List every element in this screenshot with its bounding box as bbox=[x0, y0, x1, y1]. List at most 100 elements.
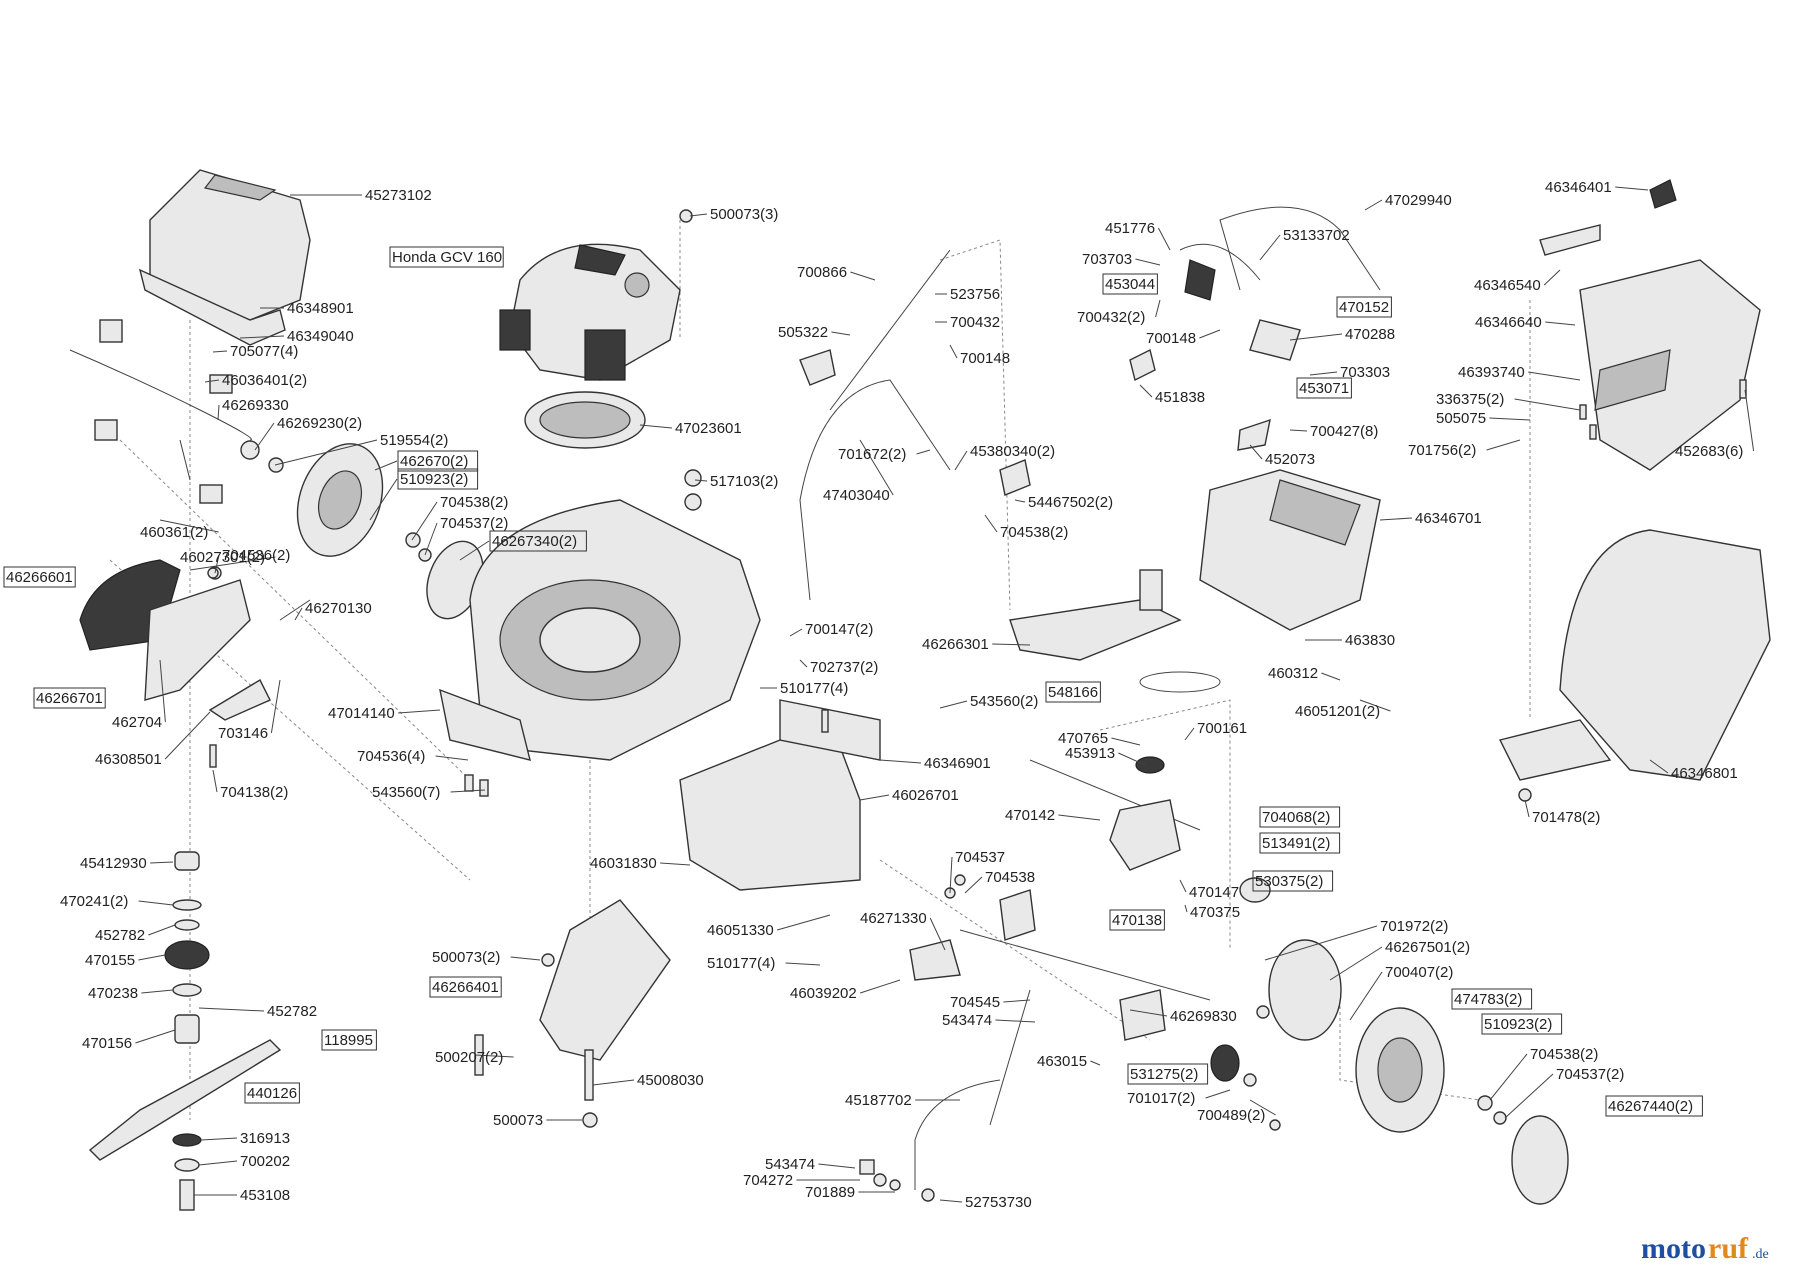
part-label-box-l013 bbox=[489, 530, 587, 552]
part-label-l063: 703303 bbox=[1340, 364, 1390, 381]
part-label-l059: 700432(2) bbox=[1077, 309, 1145, 326]
mulch-insert-part bbox=[1009, 569, 1182, 661]
part-label-l007: 46269230(2) bbox=[277, 415, 362, 432]
part-label-l128: 500207(2) bbox=[435, 1049, 503, 1066]
part-label-l064: 451838 bbox=[1155, 389, 1205, 406]
part-label-l080: 530375(2) bbox=[1255, 873, 1323, 890]
part-label-l026: 47023601 bbox=[675, 420, 742, 437]
leader-line-l051 bbox=[929, 917, 946, 951]
part-label-box-l077 bbox=[1259, 832, 1341, 854]
part-label-l045: 543560(2) bbox=[970, 693, 1038, 710]
leader-line-l052 bbox=[785, 962, 821, 966]
part-label-l108: 336375(2) bbox=[1436, 391, 1504, 408]
leader-line-l054 bbox=[1364, 199, 1383, 211]
leader-line-l043 bbox=[984, 514, 998, 533]
part-label-box-l076 bbox=[1259, 806, 1341, 828]
part-label-box-l065 bbox=[1296, 377, 1352, 399]
leader-line-l081 bbox=[1179, 879, 1187, 893]
leader-line-l032 bbox=[435, 755, 469, 761]
front-left-wheel-part bbox=[296, 443, 484, 620]
part-label-l120: 470156 bbox=[82, 1035, 132, 1052]
part-label-l102: 701889 bbox=[805, 1184, 855, 1201]
leader-line-l026 bbox=[639, 424, 673, 429]
leader-line-l095 bbox=[1090, 1060, 1101, 1066]
leader-line-l098 bbox=[1249, 1099, 1276, 1116]
leader-line-l047 bbox=[879, 759, 922, 764]
leader-line-l053 bbox=[860, 979, 901, 994]
part-label-box-l046 bbox=[1045, 681, 1101, 703]
leader-line-l126 bbox=[510, 956, 541, 961]
part-label-l111: 452683(6) bbox=[1675, 443, 1743, 460]
part-label-l014: 460361(2) bbox=[140, 524, 208, 541]
leader-line-l023 bbox=[212, 769, 218, 793]
drive-axle-part bbox=[909, 889, 1240, 1126]
part-label-l094: 46269830 bbox=[1170, 1008, 1237, 1025]
part-label-l065: 453071 bbox=[1299, 380, 1349, 397]
part-label-l124: 700202 bbox=[240, 1153, 290, 1170]
part-label-l107: 46393740 bbox=[1458, 364, 1525, 381]
part-label-l044: 46266301 bbox=[922, 636, 989, 653]
grass-basket-part bbox=[1498, 179, 1771, 781]
leader-line-l092 bbox=[1003, 999, 1031, 1003]
part-label-l088: 510923(2) bbox=[1484, 1016, 1552, 1033]
part-label-l033: 543560(7) bbox=[372, 784, 440, 801]
leader-line-l085 bbox=[1329, 946, 1383, 981]
leader-line-l059 bbox=[1155, 299, 1161, 318]
part-label-l067: 452073 bbox=[1265, 451, 1315, 468]
leader-line-l061 bbox=[1199, 329, 1221, 339]
part-label-l119: 452782 bbox=[267, 1003, 317, 1020]
part-label-l028: 700147(2) bbox=[805, 621, 873, 638]
part-label-l015: 46027301(2) bbox=[180, 549, 265, 566]
part-label-l054: 47029940 bbox=[1385, 192, 1452, 209]
leader-line-l049 bbox=[660, 862, 691, 866]
leader-line-l004 bbox=[212, 350, 228, 353]
leader-line-l067 bbox=[1249, 444, 1263, 460]
leader-line-l093 bbox=[995, 1019, 1036, 1023]
leader-line-l070 bbox=[1321, 672, 1341, 681]
part-label-box-l017 bbox=[3, 566, 76, 588]
part-label-l031: 47014140 bbox=[328, 705, 395, 722]
leader-line-l050 bbox=[777, 914, 831, 931]
leader-line-l014 bbox=[159, 519, 219, 533]
leader-line-l119 bbox=[198, 1007, 265, 1012]
part-label-l006: 46269330 bbox=[222, 397, 289, 414]
rear-flap-part bbox=[679, 699, 881, 891]
part-label-l086: 700407(2) bbox=[1385, 964, 1453, 981]
leader-line-l113 bbox=[1524, 799, 1530, 818]
leader-line-l042 bbox=[1014, 499, 1026, 503]
part-label-l035: 523756 bbox=[950, 286, 1000, 303]
cable-mechanism-part bbox=[69, 319, 284, 504]
part-label-l100: 543474 bbox=[765, 1156, 815, 1173]
part-label-l052: 510177(4) bbox=[707, 955, 775, 972]
part-label-l013: 46267340(2) bbox=[492, 533, 577, 550]
leader-line-l033 bbox=[450, 789, 486, 793]
leader-line-l044 bbox=[992, 643, 1031, 646]
part-label-box-l019 bbox=[33, 687, 106, 709]
leader-line-l063 bbox=[1309, 371, 1338, 376]
leader-line-l008 bbox=[274, 439, 378, 466]
part-label-l019: 46266701 bbox=[36, 690, 103, 707]
part-label-l078: 704537 bbox=[955, 849, 1005, 866]
part-label-l114: 45412930 bbox=[80, 855, 147, 872]
part-label-l021: 703146 bbox=[218, 725, 268, 742]
part-label-l066: 700427(8) bbox=[1310, 423, 1378, 440]
part-label-l037: 505322 bbox=[778, 324, 828, 341]
leader-line-l108 bbox=[1514, 398, 1581, 411]
part-label-l055: 451776 bbox=[1105, 220, 1155, 237]
part-label-l032: 704536(4) bbox=[357, 748, 425, 765]
part-label-l090: 704537(2) bbox=[1556, 1066, 1624, 1083]
part-label-l017: 46266601 bbox=[6, 569, 73, 586]
leader-line-l116 bbox=[148, 924, 176, 936]
leader-line-l114 bbox=[150, 861, 174, 864]
part-label-l060: 470152 bbox=[1339, 299, 1389, 316]
part-label-l010: 510923(2) bbox=[400, 471, 468, 488]
part-label-box-l088 bbox=[1481, 1013, 1563, 1035]
leader-line-l123 bbox=[200, 1137, 238, 1141]
leader-line-l020 bbox=[159, 659, 166, 723]
part-label-l109: 505075 bbox=[1436, 410, 1486, 427]
part-label-box-l121 bbox=[321, 1029, 377, 1051]
leader-line-l037 bbox=[831, 331, 851, 336]
leader-line-l031 bbox=[398, 709, 441, 714]
mulch-side-parts bbox=[79, 559, 311, 721]
